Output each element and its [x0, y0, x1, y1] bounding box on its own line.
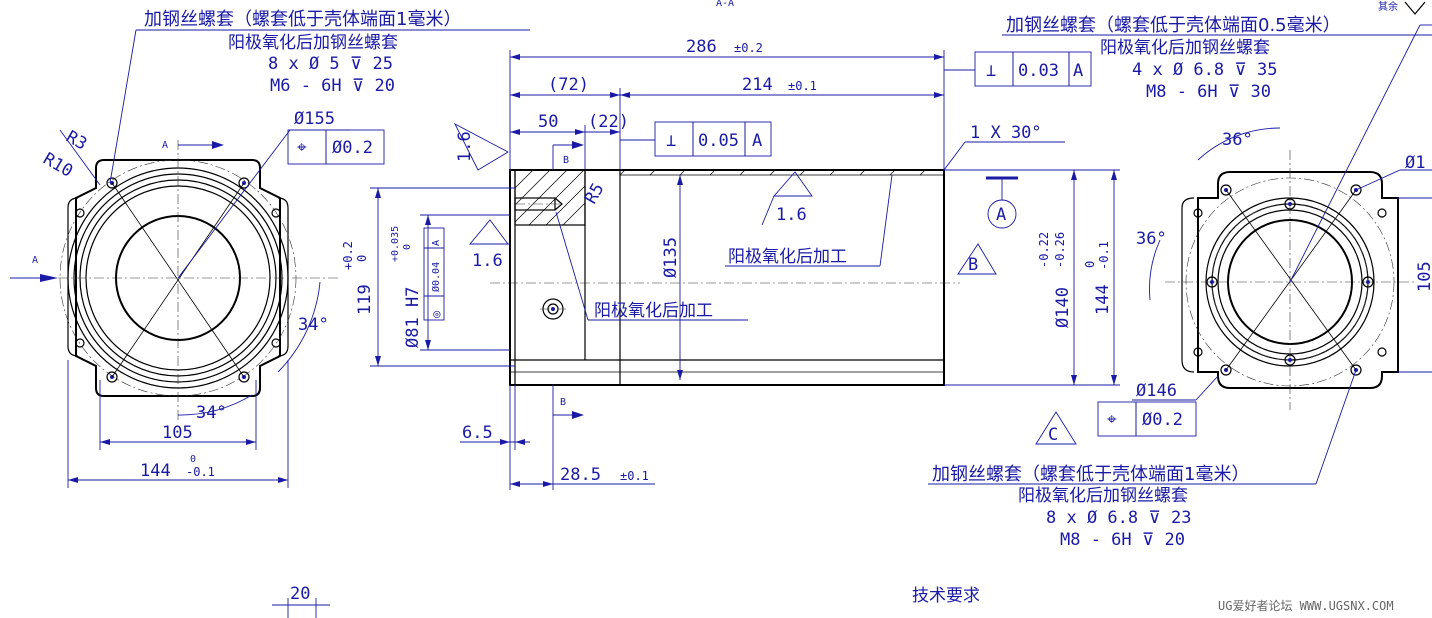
dim-65: 6.5 — [462, 423, 493, 443]
dim-285-tol: ±0.1 — [620, 469, 649, 483]
right-end-view — [1165, 24, 1432, 410]
left-position-symbol: ⌖ — [297, 138, 307, 158]
dim-140-tol-upper: -0.22 — [1037, 232, 1051, 268]
left-radius-r3: R3 — [63, 127, 91, 155]
right-dia-146: Ø146 — [1136, 381, 1177, 401]
left-flange-outline — [75, 159, 281, 397]
dim-286: 286 — [686, 37, 717, 57]
left-dim-144-tol-upper: 0 — [190, 454, 196, 465]
left-note-line1: 加钢丝螺套（螺套低于壳体端面1毫米） — [144, 9, 461, 30]
perp-tol-2: 0.03 — [1018, 61, 1059, 81]
dim-285: 28.5 — [560, 465, 601, 485]
conc-tol: Ø0.04 — [430, 262, 442, 292]
roughness-symbol-top-right — [1404, 1, 1426, 15]
left-dim-20: 20 — [290, 584, 310, 604]
dim-22: (22) — [588, 112, 629, 132]
right-angle-36-left: 36° — [1136, 229, 1167, 249]
roughness-16-a: 1.6 — [455, 131, 475, 162]
right-dia-1-partial: Ø1 — [1405, 153, 1425, 173]
tech-requirements-title: 技术要求 — [912, 586, 980, 606]
dim-119: 119 — [355, 284, 375, 315]
dim-135: Ø135 — [661, 237, 681, 278]
left-dia-155: Ø155 — [294, 109, 335, 129]
dim-119-tol-lower: 0 — [355, 255, 369, 262]
left-dim-105: 105 — [162, 423, 193, 443]
datum-c: C — [1048, 425, 1058, 445]
right-note-line3: 4 x Ø 6.8 ⊽ 35 — [1132, 60, 1278, 80]
right-bottom-note-line2: 阳极氧化后加钢丝螺套 — [1018, 486, 1188, 506]
left-position-tol: Ø0.2 — [332, 138, 373, 158]
right-note-line2: 阳极氧化后加钢丝螺套 — [1100, 38, 1270, 58]
flange-hatch — [514, 169, 586, 226]
perp-symbol-2: ⊥ — [986, 61, 996, 81]
section-b-bottom: B — [560, 397, 566, 408]
section-label: A-A — [716, 0, 734, 9]
left-dim-144: 144 — [140, 461, 171, 481]
left-note-line4: M6 - 6H ⊽ 20 — [270, 76, 395, 96]
top-right-label: 其余 — [1378, 0, 1398, 13]
dim-144-mid-tol-lower: -0.1 — [1097, 241, 1111, 270]
perp-datum-1: A — [752, 131, 762, 151]
left-angle-34-right: 34° — [298, 315, 329, 335]
chamfer-label: 1 X 30° — [970, 123, 1042, 143]
left-angle-34-bottom: 34° — [196, 403, 227, 423]
right-angle-36-top: 36° — [1222, 130, 1253, 150]
perp-symbol-1: ⊥ — [666, 131, 676, 151]
anodize-note-2: 阳极氧化后加工 — [594, 301, 713, 321]
anodize-note-1: 阳极氧化后加工 — [728, 247, 847, 267]
dim-214-tol: ±0.1 — [788, 79, 817, 93]
roughness-16-b: 1.6 — [776, 205, 807, 225]
section-b-top: B — [563, 155, 569, 166]
left-note-line2: 阳极氧化后加钢丝螺套 — [228, 33, 398, 53]
watermark: UG爱好者论坛 WWW.UGSNX.COM — [1218, 599, 1394, 613]
dim-81-tol-upper: +0.035 — [390, 226, 401, 262]
middle-section-view — [490, 169, 960, 386]
left-bolt-holes — [75, 177, 281, 383]
left-radius-r10: R10 — [40, 149, 77, 182]
conc-datum: A — [431, 240, 442, 246]
left-dim-144-tol-lower: -0.1 — [186, 465, 215, 479]
dim-214: 214 — [742, 75, 773, 95]
dim-144-mid-tol-upper: 0 — [1083, 261, 1097, 268]
dim-81: Ø81 H7 — [403, 287, 423, 348]
perp-tol-1: 0.05 — [698, 131, 739, 151]
right-flange-outline — [1197, 171, 1399, 389]
dim-286-tol: ±0.2 — [734, 41, 763, 55]
dim-119-tol-upper: +0.2 — [341, 241, 355, 270]
datum-a: A — [996, 205, 1006, 225]
right-note-line1: 加钢丝螺套（螺套低于壳体端面0.5毫米） — [1006, 15, 1341, 36]
dim-140-tol-lower: -0.26 — [1053, 232, 1067, 268]
right-note-line4: M8 - 6H ⊽ 30 — [1146, 82, 1271, 102]
left-end-view — [10, 129, 340, 420]
wall-hatch — [619, 169, 926, 176]
dim-144-mid: 144 — [1093, 284, 1113, 315]
conc-symbol: ◎ — [429, 311, 443, 318]
dim-50: 50 — [538, 112, 558, 132]
right-bolt-holes — [1193, 184, 1387, 376]
roughness-16-c: 1.6 — [472, 251, 503, 271]
right-bottom-note-line1: 加钢丝螺套（螺套低于壳体端面1毫米） — [932, 464, 1249, 485]
left-section-a-left: A — [32, 255, 38, 266]
left-note-line3: 8 x Ø 5 ⊽ 25 — [268, 54, 393, 74]
right-position-symbol: ⌖ — [1107, 410, 1117, 430]
dim-140: Ø140 — [1053, 287, 1073, 328]
dim-72: (72) — [548, 75, 589, 95]
datum-b: B — [968, 255, 978, 275]
right-bottom-note-line4: M8 - 6H ⊽ 20 — [1060, 530, 1185, 550]
dim-81-tol-lower: 0 — [402, 244, 413, 250]
right-dim-105-partial: 105 — [1415, 261, 1432, 292]
left-section-a-top: A — [162, 140, 168, 151]
right-position-tol: Ø0.2 — [1142, 410, 1183, 430]
perp-datum-2: A — [1073, 61, 1083, 81]
right-bottom-note-line3: 8 x Ø 6.8 ⊽ 23 — [1046, 508, 1192, 528]
